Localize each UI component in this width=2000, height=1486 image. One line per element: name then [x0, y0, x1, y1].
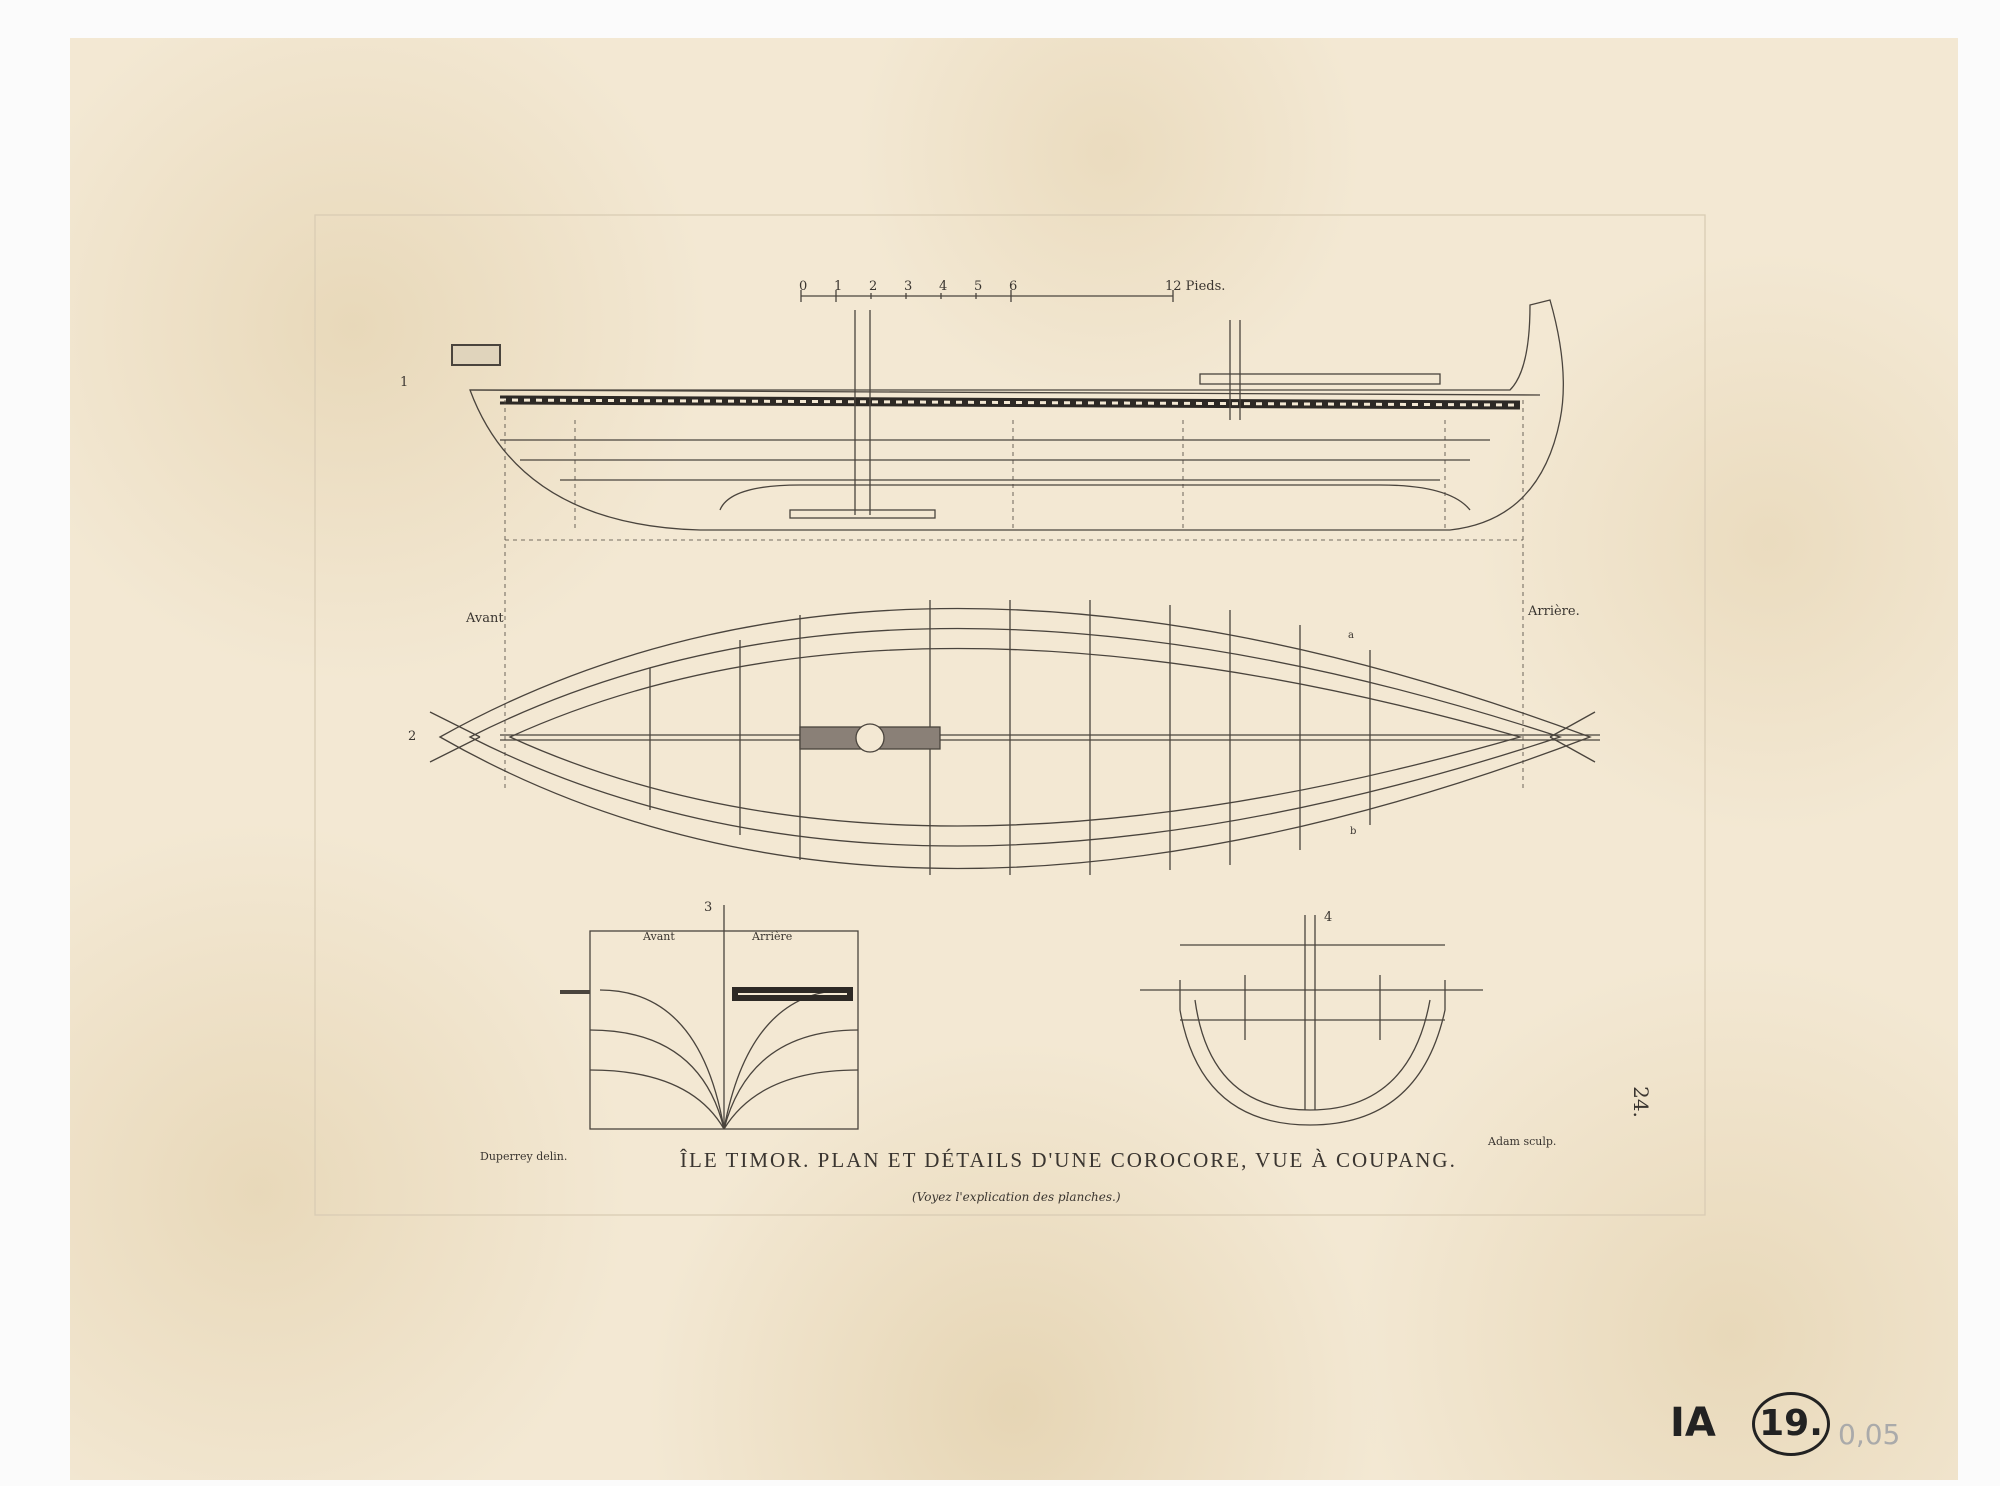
- side-elevation: [451, 299, 1564, 790]
- bow-label: Avant: [466, 611, 504, 626]
- scale-bar: [800, 290, 1174, 302]
- section-view-4: [1140, 915, 1483, 1126]
- figure-number-4: 4: [1324, 910, 1333, 925]
- figure-number-2: 2: [408, 729, 417, 744]
- mark-a: a: [1348, 630, 1354, 641]
- plate-title: ÎLE TIMOR. PLAN ET DÉTAILS D'UNE COROCOR…: [680, 1148, 1457, 1172]
- stern-label: Arrière.: [1528, 604, 1580, 619]
- draughtsman-credit: Duperrey delin.: [480, 1150, 568, 1163]
- plate-subtitle: (Voyez l'explication des planches.): [912, 1190, 1121, 1204]
- scale-tick: 12 Pieds.: [1165, 279, 1226, 294]
- plate-number: 24.: [1628, 1086, 1653, 1118]
- paper-sheet: [70, 38, 1958, 1480]
- scale-tick: 0: [799, 279, 808, 294]
- mark-b: b: [1350, 826, 1357, 837]
- scale-tick: 1: [834, 279, 843, 294]
- scale-tick: 3: [904, 279, 913, 294]
- catalog-annotation: IA: [1670, 1400, 1716, 1446]
- bow-label-fig3: Avant: [643, 930, 675, 943]
- engraver-credit: Adam sculp.: [1488, 1135, 1557, 1148]
- scale-tick: 2: [869, 279, 878, 294]
- scale-tick: 4: [939, 279, 948, 294]
- circled-number: 19.: [1752, 1392, 1830, 1456]
- scale-tick: 6: [1009, 279, 1018, 294]
- figure-number-3: 3: [704, 900, 713, 915]
- stern-label-fig3: Arrière: [752, 930, 793, 943]
- section-view-3: [560, 905, 859, 1130]
- plate-border: [314, 214, 1706, 1216]
- scale-tick: 5: [974, 279, 983, 294]
- plan-view: [429, 600, 1600, 875]
- pencil-annotation: 0,05: [1838, 1418, 1901, 1451]
- figure-number-1: 1: [400, 375, 409, 390]
